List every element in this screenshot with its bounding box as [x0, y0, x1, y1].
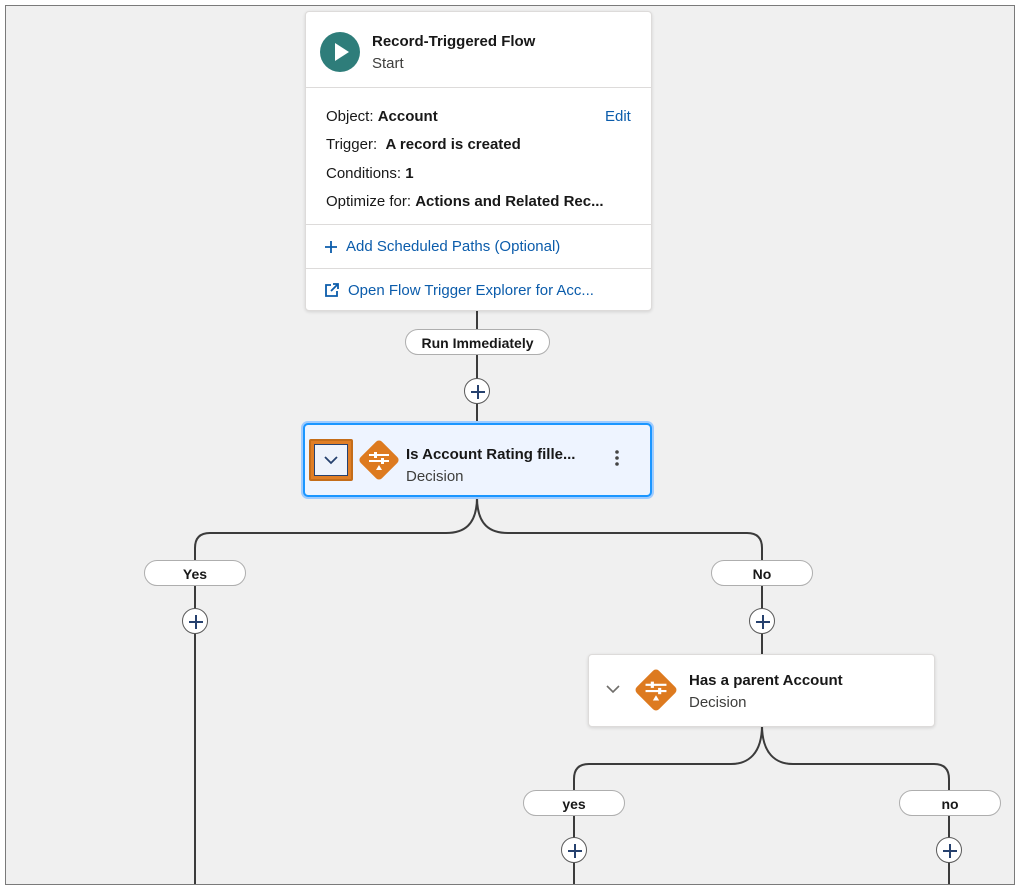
decision-title: Is Account Rating fille...	[406, 446, 576, 463]
decision-element-parent-account[interactable]: Has a parent Account Decision	[588, 654, 935, 727]
kebab-icon	[615, 450, 619, 466]
divider	[306, 268, 651, 269]
outcome-no-label: No	[711, 560, 813, 586]
element-menu-button[interactable]	[607, 443, 627, 473]
start-title: Record-Triggered Flow	[372, 33, 536, 50]
add-element-button[interactable]	[936, 837, 962, 863]
collapse-button[interactable]	[314, 444, 348, 476]
decision-icon	[359, 440, 399, 480]
open-trigger-explorer-label: Open Flow Trigger Explorer for Acc...	[348, 282, 594, 299]
object-label: Object:	[326, 108, 374, 125]
object-value: Account	[377, 108, 438, 125]
play-icon	[320, 32, 360, 72]
plus-icon	[189, 615, 203, 629]
decision-title: Has a parent Account	[689, 672, 843, 689]
plus-icon	[943, 844, 957, 858]
plus-icon	[324, 240, 338, 258]
run-immediately-label: Run Immediately	[405, 329, 550, 355]
add-scheduled-paths-link[interactable]: Add Scheduled Paths (Optional)	[324, 238, 560, 258]
flow-connectors	[194, 309, 950, 884]
start-subtitle: Start	[372, 55, 404, 72]
outcome-yes-label: yes	[523, 790, 625, 816]
optimize-row: Optimize for: Actions and Related Rec...	[326, 193, 604, 210]
divider	[306, 224, 651, 225]
external-link-icon	[324, 282, 340, 302]
trigger-label: Trigger:	[326, 136, 378, 153]
collapse-button[interactable]	[601, 677, 625, 701]
plus-icon	[756, 615, 770, 629]
collapse-toggle-highlight[interactable]	[309, 439, 353, 481]
add-element-button[interactable]	[182, 608, 208, 634]
conditions-value: 1	[405, 165, 414, 182]
flow-canvas[interactable]: Record-Triggered Flow Start Object: Acco…	[5, 5, 1015, 885]
conditions-row: Conditions: 1	[326, 165, 414, 182]
trigger-row: Trigger: A record is created	[326, 136, 521, 153]
decision-icon	[635, 669, 677, 711]
add-element-button[interactable]	[561, 837, 587, 863]
conditions-label: Conditions:	[326, 165, 402, 182]
plus-icon	[471, 385, 485, 399]
outcome-yes-label: Yes	[144, 560, 246, 586]
start-element-card[interactable]: Record-Triggered Flow Start Object: Acco…	[305, 11, 652, 311]
outcome-no-label: no	[899, 790, 1001, 816]
optimize-value: Actions and Related Rec...	[415, 193, 604, 210]
add-element-button[interactable]	[749, 608, 775, 634]
chevron-down-icon	[324, 456, 338, 465]
edit-link[interactable]: Edit	[605, 108, 631, 125]
chevron-down-icon	[606, 685, 620, 694]
decision-subtitle: Decision	[406, 468, 464, 485]
plus-icon	[568, 844, 582, 858]
start-header: Record-Triggered Flow Start	[306, 12, 651, 88]
object-row: Object: Account	[326, 108, 438, 125]
decision-element-account-rating[interactable]: Is Account Rating fille... Decision	[303, 423, 652, 497]
add-scheduled-paths-label: Add Scheduled Paths (Optional)	[346, 238, 561, 255]
optimize-label: Optimize for:	[326, 193, 412, 210]
trigger-value: A record is created	[385, 136, 521, 153]
decision-subtitle: Decision	[689, 694, 747, 711]
add-element-button[interactable]	[464, 378, 490, 404]
open-trigger-explorer-link[interactable]: Open Flow Trigger Explorer for Acc...	[324, 282, 594, 302]
